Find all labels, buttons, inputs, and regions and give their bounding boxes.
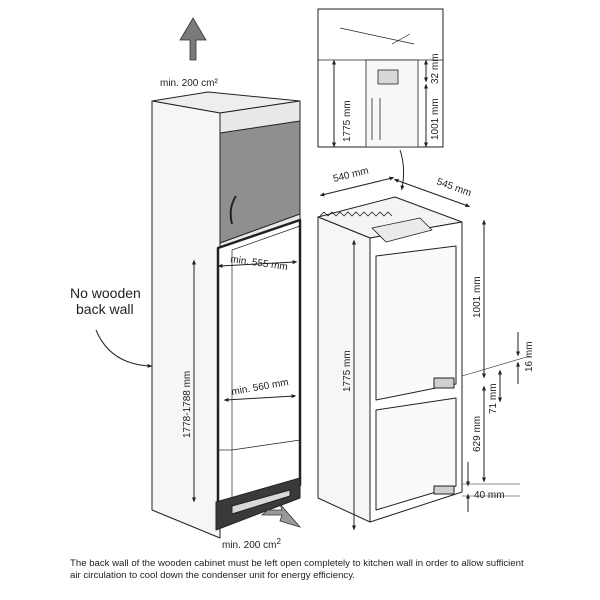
tall-cabinet xyxy=(151,91,302,539)
lower-hinge xyxy=(433,485,455,495)
plinth-vent xyxy=(231,489,291,515)
cabinet-left-side xyxy=(151,100,221,539)
upper-cabinet-door xyxy=(219,120,301,244)
inset-height-label: 1775 mm xyxy=(342,100,353,142)
inset-control-panel xyxy=(377,69,399,85)
caption-line-2: air circulation to cool down the condens… xyxy=(70,570,355,581)
top-grille xyxy=(319,211,393,217)
detail-inset xyxy=(317,8,444,148)
door-handle xyxy=(229,195,237,225)
no-wooden-back-wall-note: No wooden back wall xyxy=(70,285,153,368)
niche-height-label: 1778-1788 mm xyxy=(182,371,193,438)
small-gap-label: 16 mm xyxy=(524,341,535,372)
fridge-height-label: 1775 mm xyxy=(342,350,353,392)
no-wooden-line2: back wall xyxy=(76,301,134,317)
bottom-airflow-arrow: min. 200 cm2 xyxy=(222,503,302,551)
fridge-width-label: 540 mm xyxy=(332,165,370,184)
fridge-lower-door xyxy=(375,397,457,511)
top-vent-label: min. 200 cm² xyxy=(160,78,218,89)
caption: The back wall of the wooden cabinet must… xyxy=(70,558,590,582)
no-wooden-line1: No wooden xyxy=(70,285,141,301)
bottom-vent-label: min. 200 cm2 xyxy=(222,537,281,551)
caption-line-1: The back wall of the wooden cabinet must… xyxy=(70,558,524,569)
upper-section-label: 1001 mm xyxy=(472,276,483,318)
niche-dimensions xyxy=(192,259,298,503)
fridge-dimensions xyxy=(319,176,531,531)
inset-top-label: 32 mm xyxy=(430,53,441,84)
bottom-gap-label: 40 mm xyxy=(474,490,505,501)
lower-section-label: 629 mm xyxy=(472,416,483,452)
inset-upper-label: 1001 mm xyxy=(430,98,441,140)
fridge-upper-door xyxy=(375,245,457,401)
upper-hinge xyxy=(433,377,455,389)
top-airflow-arrow: min. 200 cm² xyxy=(160,17,218,89)
hinge-gap-label: 71 mm xyxy=(488,383,499,414)
inset-dimensions xyxy=(332,59,428,191)
built-in-fridge xyxy=(317,196,463,523)
